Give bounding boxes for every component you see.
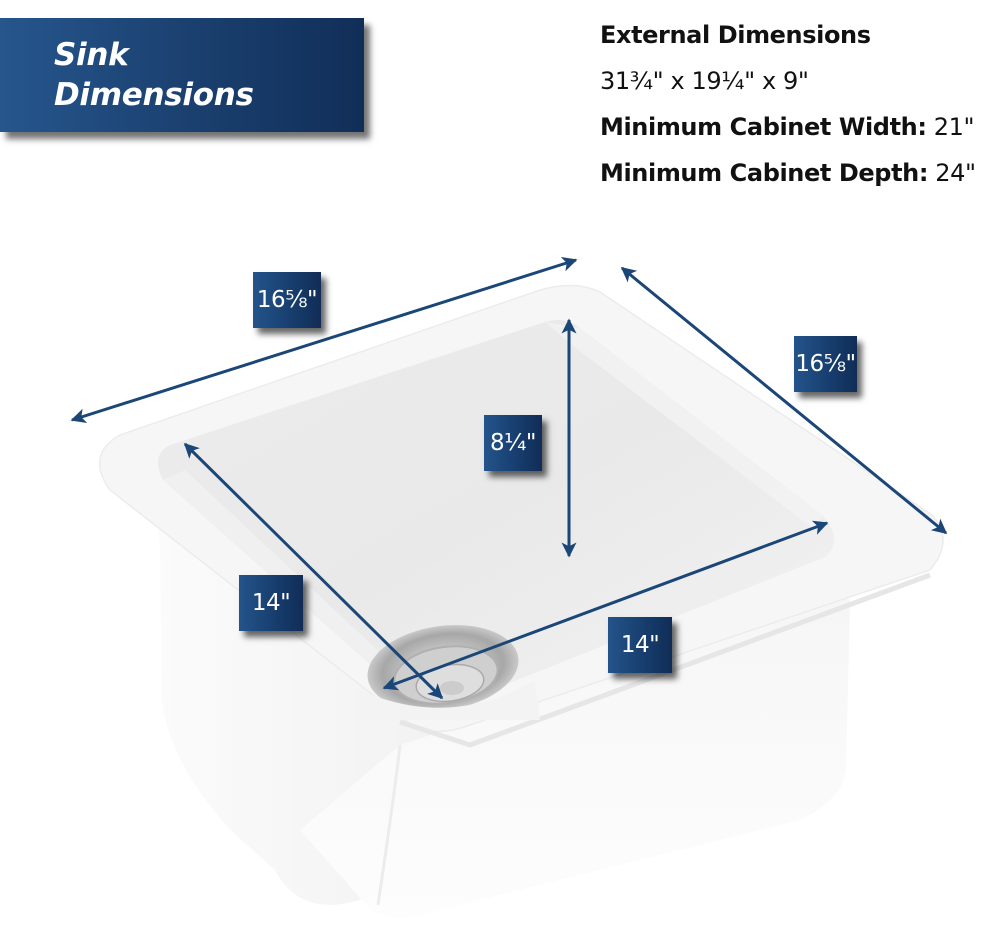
right-depth-arrow [620, 266, 948, 535]
min-cabinet-depth: Minimum Cabinet Depth: 24" [600, 150, 976, 196]
bowl-front-arrow [382, 520, 829, 691]
bowl-depth-label: 8¼" [484, 415, 542, 471]
bowl-front-label: 14" [608, 617, 672, 673]
min-cabinet-depth-value: 24" [928, 159, 976, 187]
min-cabinet-width: Minimum Cabinet Width: 21" [600, 104, 976, 150]
external-dimensions-heading: External Dimensions [600, 21, 871, 49]
top-length-arrow [70, 256, 578, 424]
title-line-1: Sink [54, 37, 129, 73]
top-length-label: 16⅝" [253, 272, 321, 328]
min-cabinet-width-value: 21" [926, 113, 975, 141]
title-banner: Sink Dimensions [0, 18, 364, 132]
external-dimensions-value: 31¾" x 19¼" x 9" [600, 67, 809, 95]
right-depth-label: 16⅝" [794, 336, 857, 392]
spec-block: External Dimensions 31¾" x 19¼" x 9" Min… [600, 12, 976, 196]
min-cabinet-depth-label: Minimum Cabinet Depth: [600, 159, 929, 187]
bowl-left-label: 14" [239, 575, 303, 631]
title-line-2: Dimensions [54, 77, 254, 113]
min-cabinet-width-label: Minimum Cabinet Width: [600, 113, 927, 141]
